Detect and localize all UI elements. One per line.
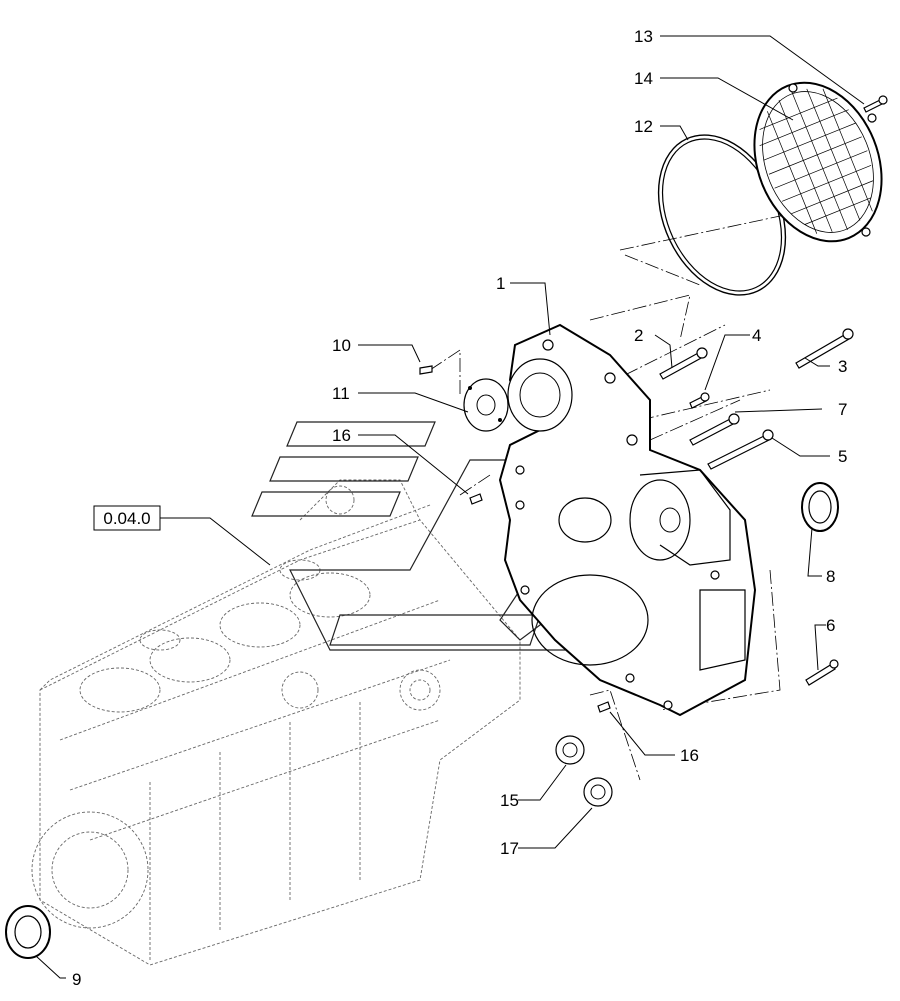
engine-block-ghost — [31, 479, 521, 966]
callout-10: 10 — [332, 336, 351, 355]
plug-part-17 — [583, 777, 613, 807]
callout-7: 7 — [838, 400, 847, 419]
callout-15: 15 — [500, 791, 519, 810]
bolt-part-2 — [659, 347, 708, 380]
leader-lines — [35, 35, 865, 979]
bolt-part-3 — [795, 328, 854, 369]
callout-6: 6 — [826, 616, 835, 635]
bolt-part-5 — [707, 429, 774, 470]
watermark-logo — [251, 421, 601, 651]
callout-8: 8 — [826, 567, 835, 586]
dowel-pin-part-16-upper — [469, 493, 483, 505]
callout-2: 2 — [634, 326, 643, 345]
callout-13: 13 — [634, 27, 653, 46]
reference-label: 0.04.0 — [103, 509, 150, 528]
plug-part-15 — [555, 735, 585, 765]
callout-9: 9 — [72, 970, 81, 989]
callout-16-lower: 16 — [680, 746, 699, 765]
seal-part-9 — [5, 905, 51, 959]
callout-5: 5 — [838, 447, 847, 466]
screw-part-13 — [863, 95, 888, 113]
callout-1: 1 — [496, 274, 505, 293]
callout-16-upper: 16 — [332, 426, 351, 445]
reference-box: 0.04.0 — [93, 505, 161, 531]
bolt-part-7 — [689, 413, 740, 446]
bolt-part-4 — [689, 392, 710, 409]
seal-part-8 — [801, 482, 839, 532]
callout-12: 12 — [634, 117, 653, 136]
callout-14: 14 — [634, 69, 653, 88]
callouts: 13 14 12 1 10 11 16 2 4 3 7 5 8 6 16 15 … — [72, 27, 847, 989]
dowel-pin-part-16-lower — [597, 701, 611, 713]
gear-housing-part-1 — [498, 323, 757, 717]
bolt-part-6 — [805, 659, 839, 686]
cover-plate-part-14 — [753, 81, 883, 243]
callout-3: 3 — [838, 357, 847, 376]
screw-part-10 — [419, 365, 433, 375]
callout-17: 17 — [500, 839, 519, 858]
callout-11: 11 — [332, 384, 350, 403]
callout-4: 4 — [752, 326, 761, 345]
plate-part-11 — [463, 378, 509, 432]
